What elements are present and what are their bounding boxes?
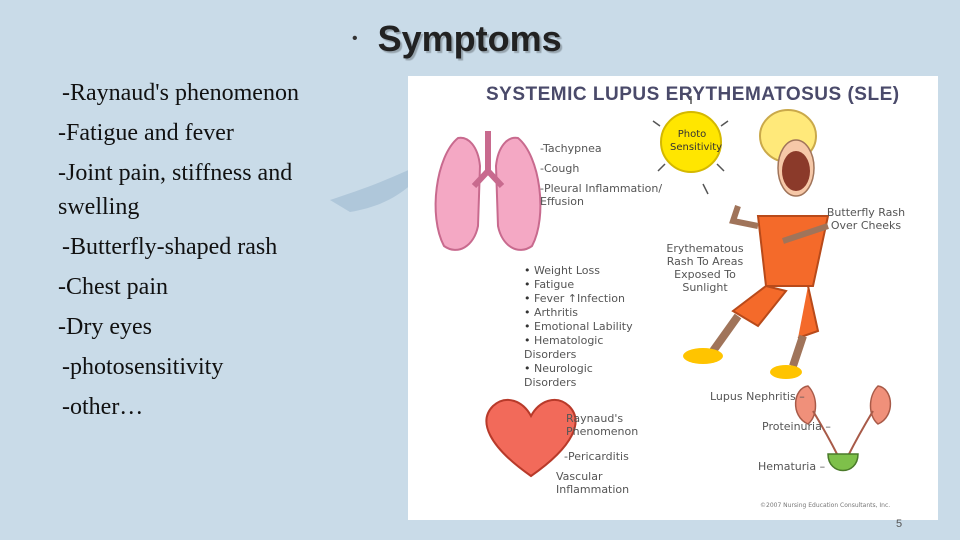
illustration-drawing bbox=[434, 96, 892, 478]
pericarditis-label: -Pericarditis bbox=[564, 450, 629, 463]
list-item: Hematologic Disorders bbox=[524, 334, 624, 362]
pleural-label: -Pleural Inflammation/ Effusion bbox=[540, 182, 663, 208]
list-item: Arthritis bbox=[524, 306, 633, 320]
symptom-item: -Dry eyes bbox=[58, 314, 152, 340]
hematuria-label: Hematuria – bbox=[758, 460, 826, 473]
sle-illustration: SYSTEMIC LUPUS ERYTHEMATOSUS (SLE) bbox=[408, 76, 938, 520]
symptom-item: -Raynaud's phenomenon bbox=[62, 80, 299, 106]
systemic-symptom-list: Weight Loss Fatigue Fever ↑Infection Art… bbox=[524, 264, 633, 390]
heart-icon bbox=[485, 398, 577, 478]
symptom-list: -Raynaud's phenomenon -Fatigue and fever… bbox=[58, 76, 348, 430]
list-item: Weight Loss bbox=[524, 264, 633, 278]
title-row: • Symptoms bbox=[352, 14, 562, 64]
butterfly-rash-label: Butterfly Rash Over Cheeks bbox=[826, 206, 906, 232]
tachypnea-label: -Tachypnea bbox=[540, 142, 602, 155]
symptom-item: -Joint pain, stiffness and swelling bbox=[58, 160, 293, 220]
kidneys-icon bbox=[794, 385, 892, 472]
photo-sensitivity-label: Photo Sensitivity bbox=[670, 129, 723, 153]
lungs-icon bbox=[434, 131, 542, 251]
copyright-text: ©2007 Nursing Education Consultants, Inc… bbox=[760, 502, 891, 509]
lupus-nephritis-label: Lupus Nephritis – bbox=[710, 390, 805, 403]
symptom-item: -other… bbox=[62, 394, 144, 420]
list-item: Neurologic Disorders bbox=[524, 362, 624, 390]
proteinuria-label: Proteinuria – bbox=[762, 420, 831, 433]
cough-label: -Cough bbox=[540, 162, 580, 175]
illustration-title: SYSTEMIC LUPUS ERYTHEMATOSUS (SLE) bbox=[486, 84, 900, 105]
sun-icon bbox=[652, 96, 729, 195]
list-item: Emotional Lability bbox=[524, 320, 633, 334]
symptom-item: -photosensitivity bbox=[62, 354, 224, 380]
page-number: 5 bbox=[896, 518, 903, 530]
patient-figure-icon bbox=[683, 109, 830, 379]
slide-title: Symptoms bbox=[377, 18, 562, 59]
symptom-item: -Chest pain bbox=[58, 274, 168, 300]
title-bullet: • bbox=[352, 30, 358, 47]
raynauds-label: Raynaud's Phenomenon bbox=[566, 412, 639, 438]
list-item: Fever ↑Infection bbox=[524, 292, 633, 306]
list-item: Fatigue bbox=[524, 278, 633, 292]
symptom-item: -Fatigue and fever bbox=[58, 120, 234, 146]
erythematous-rash-label: Erythematous Rash To Areas Exposed To Su… bbox=[666, 242, 744, 294]
symptom-item: -Butterfly-shaped rash bbox=[62, 234, 278, 260]
vascular-inflammation-label: Vascular Inflammation bbox=[556, 470, 630, 496]
